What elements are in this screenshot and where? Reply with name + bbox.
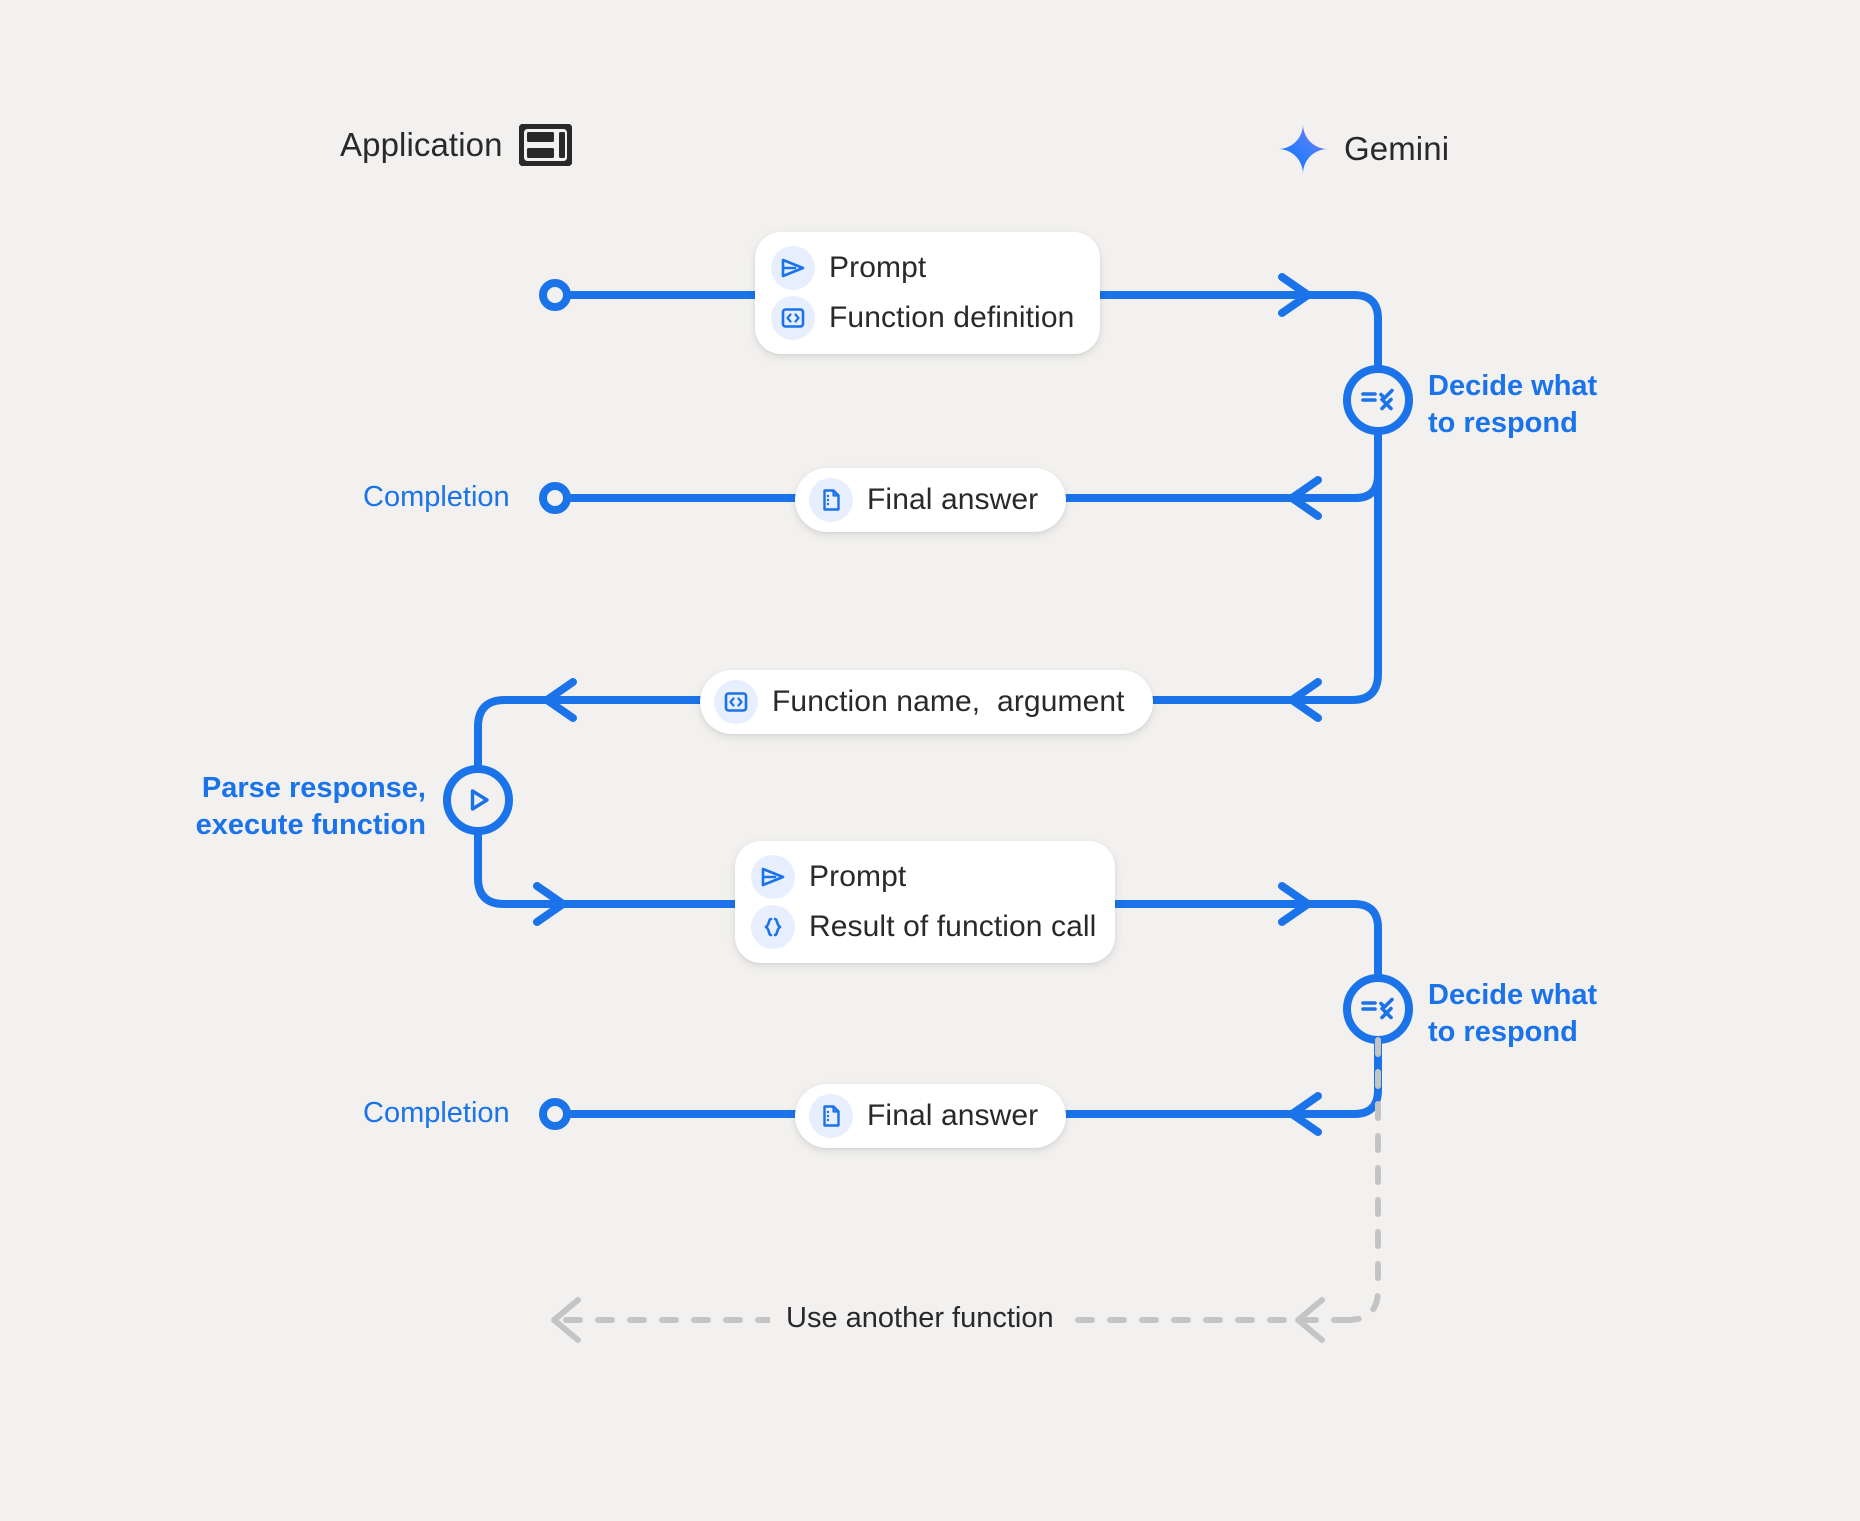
wire-fc-to-parse xyxy=(474,696,559,778)
wire-decision-1-to-final xyxy=(1296,427,1382,502)
wire-to-decision-2 xyxy=(1296,900,1382,987)
annotation-parse-execute: Parse response, execute function xyxy=(195,772,426,842)
arrowhead-request-1 xyxy=(1278,273,1312,317)
message-row: Prompt xyxy=(771,246,1074,290)
header-application-label: Application xyxy=(340,126,503,163)
code-brackets-icon xyxy=(714,680,758,724)
message-card-function-call: Function name, argument xyxy=(700,670,1153,734)
start-node-request-1 xyxy=(539,279,571,311)
message-row: Function name, argument xyxy=(714,680,1125,724)
label-use-another-function: Use another function xyxy=(770,1302,1070,1335)
send-icon xyxy=(751,855,795,899)
header-gemini-label: Gemini xyxy=(1344,130,1450,167)
curly-braces-icon xyxy=(751,905,795,949)
message-row: Final answer xyxy=(809,478,1038,522)
annotation-decide-1: Decide what to respond xyxy=(1428,370,1598,440)
play-execute-icon xyxy=(458,780,498,825)
header-gemini: Gemini xyxy=(1278,124,1449,174)
send-icon xyxy=(771,246,815,290)
wire-to-decision-1 xyxy=(1296,291,1382,378)
message-row: Function definition xyxy=(771,296,1074,340)
wire-loop-vertical xyxy=(1345,1037,1381,1323)
message-row-label: Final answer xyxy=(867,1099,1039,1132)
gemini-sparkle-icon xyxy=(1278,124,1328,174)
message-row-label: Final answer xyxy=(867,483,1039,516)
label-completion-2: Completion xyxy=(363,1097,510,1129)
code-brackets-icon xyxy=(771,296,815,340)
arrowhead-final-2 xyxy=(1288,1092,1322,1136)
document-icon xyxy=(809,478,853,522)
message-row: Prompt xyxy=(751,855,1089,899)
arrowhead-request-2-left xyxy=(533,882,567,926)
arrowhead-final-1 xyxy=(1288,476,1322,520)
arrowhead-fc-left xyxy=(543,678,577,722)
completion-node-1 xyxy=(539,482,571,514)
message-row-label: Function definition xyxy=(829,301,1075,334)
arrowhead-loop-application xyxy=(551,1297,581,1343)
wire-decision-2-to-final xyxy=(1296,1036,1382,1118)
arrowhead-loop-gemini xyxy=(1295,1297,1325,1343)
message-row-label: Prompt xyxy=(829,251,927,284)
arrowhead-request-2 xyxy=(1278,882,1312,926)
message-card-request-1: Prompt Function definition xyxy=(755,232,1100,354)
annotation-decide-2: Decide what to respond xyxy=(1428,979,1598,1049)
message-card-final-answer-1: Final answer xyxy=(795,468,1067,532)
message-row: Result of function call xyxy=(751,905,1096,949)
wire-parse-to-request-2 xyxy=(474,827,559,908)
message-row-label: Function name, argument xyxy=(772,685,1125,718)
message-row-label: Result of function call xyxy=(809,910,1097,943)
arrowhead-fc-right xyxy=(1288,678,1322,722)
message-row-label: Prompt xyxy=(809,860,907,893)
header-application: Application xyxy=(340,122,574,168)
checklist-decision-icon xyxy=(1356,378,1400,427)
label-completion-1: Completion xyxy=(363,481,510,513)
checklist-decision-icon xyxy=(1356,987,1400,1036)
completion-node-2 xyxy=(539,1098,571,1130)
wire-decision-1-to-fc xyxy=(1296,427,1382,704)
message-card-final-answer-2: Final answer xyxy=(795,1084,1067,1148)
message-row: Final answer xyxy=(809,1094,1038,1138)
message-card-request-2: Prompt Result of function call xyxy=(735,841,1115,963)
document-icon xyxy=(809,1094,853,1138)
dashboard-layout-icon xyxy=(516,122,574,168)
